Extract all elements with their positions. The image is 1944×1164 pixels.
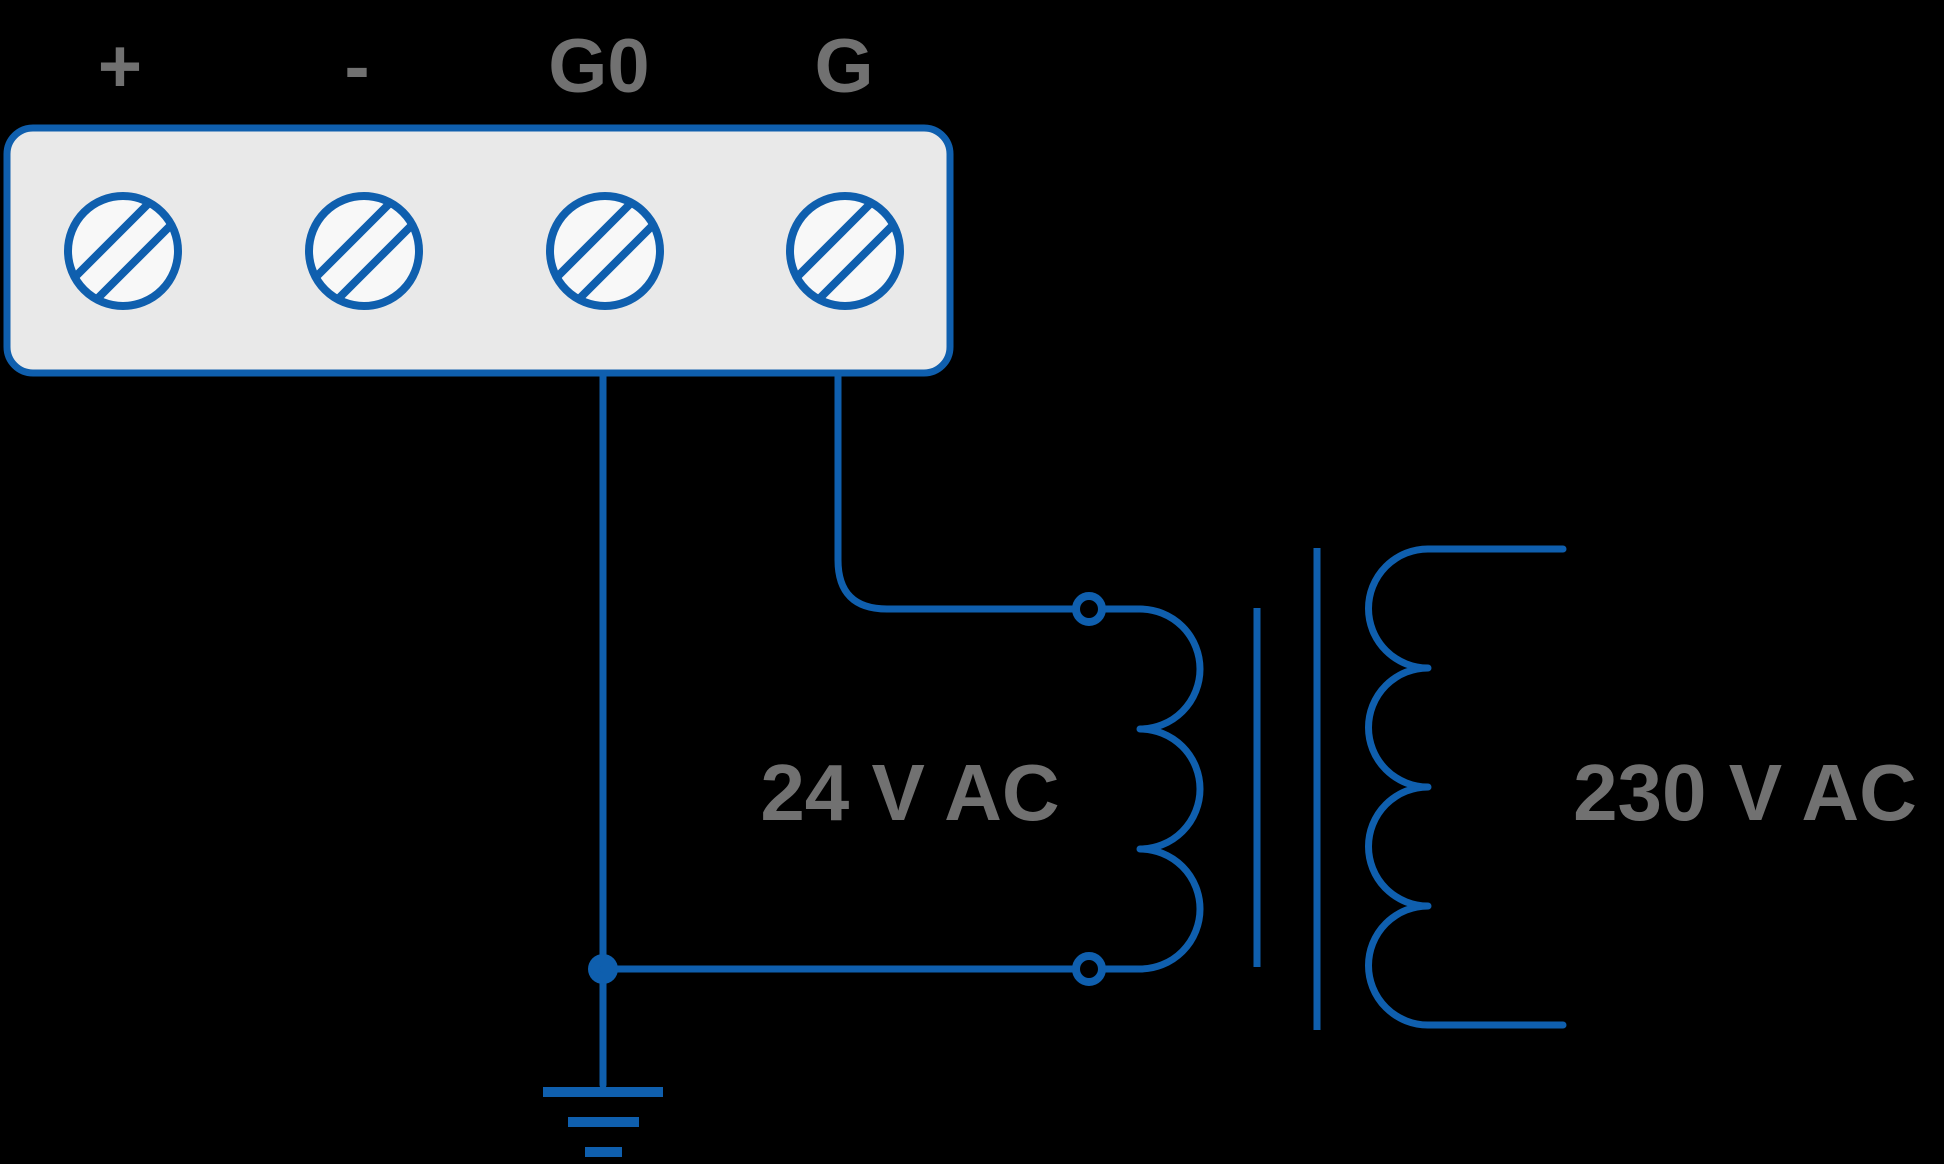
wire-g-to-primary-top: [834, 369, 1076, 613]
terminal-block: [3, 124, 954, 377]
screw-slot-icon: [553, 199, 635, 281]
transformer-primary-winding: [1136, 605, 1204, 973]
screw-terminal-plus: [64, 192, 182, 310]
primary-voltage-label: 24 V AC: [760, 748, 1059, 837]
screw-head-icon: [786, 192, 904, 310]
primary-bottom-terminal-node: [1072, 952, 1106, 986]
screw-terminal-g: [786, 192, 904, 310]
screw-head-icon: [305, 192, 423, 310]
transformer-secondary-winding: [1365, 545, 1432, 1029]
terminal-label-minus: -: [344, 24, 369, 109]
screw-head-icon: [546, 192, 664, 310]
screw-slot-icon: [793, 199, 875, 281]
terminal-label-plus: +: [98, 24, 142, 109]
screw-slot-icon: [312, 199, 394, 281]
screw-slot-icon: [575, 221, 657, 303]
screw-slot-icon: [815, 221, 897, 303]
screw-terminal-minus: [305, 192, 423, 310]
screw-slot-icon: [334, 221, 416, 303]
secondary-voltage-label: 230 V AC: [1573, 748, 1917, 837]
screw-head-icon: [64, 192, 182, 310]
primary-top-terminal-node: [1072, 592, 1106, 626]
terminal-label-g: G: [814, 24, 873, 109]
terminal-label-g0: G0: [548, 24, 649, 109]
screw-slot-icon: [93, 221, 175, 303]
screw-slot-icon: [71, 199, 153, 281]
earth-ground-icon: [543, 1087, 663, 1157]
screw-terminal-g0: [546, 192, 664, 310]
